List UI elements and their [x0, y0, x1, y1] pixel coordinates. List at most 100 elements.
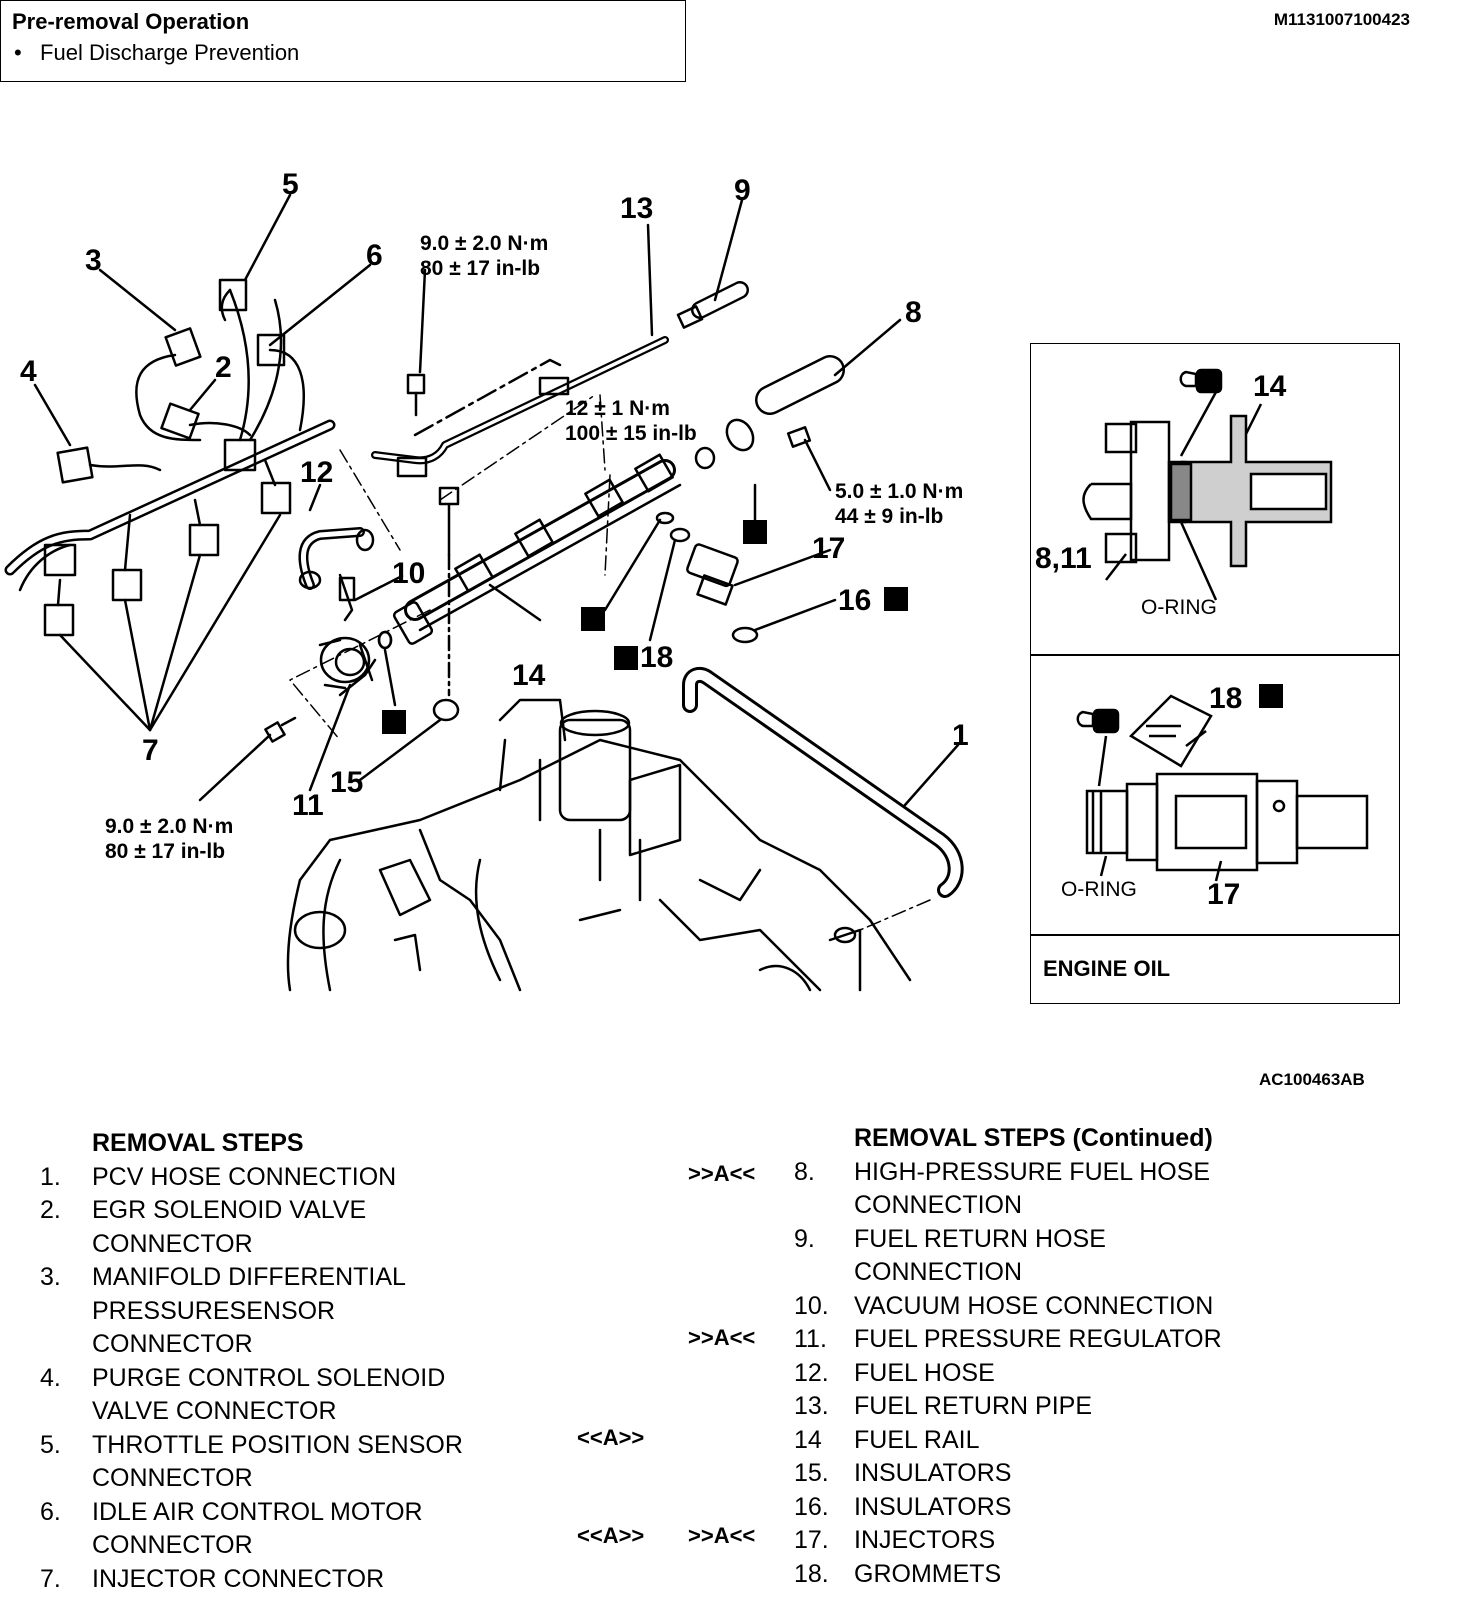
- pipe-bracket: [538, 376, 570, 396]
- removal-step-row: 15.INSULATORS: [794, 1457, 1434, 1491]
- torque-1-metric: 9.0 ± 2.0 N·m: [420, 232, 548, 255]
- connector-7a: [111, 568, 143, 602]
- step-number: 9.: [794, 1224, 815, 1253]
- removal-steps-heading: REMOVAL STEPS: [92, 1129, 304, 1157]
- removal-step-row: CONNECTION: [794, 1189, 1434, 1223]
- removal-step-row: 2.EGR SOLENOID VALVE: [40, 1194, 560, 1228]
- step-text: CONNECTION: [854, 1258, 1023, 1286]
- removal-step-row: 5. THROTTLE POSITION SENSOR: [40, 1429, 560, 1463]
- document-id: M1131007100423: [1273, 10, 1410, 29]
- step-text: VACUUM HOSE CONNECTION: [854, 1291, 1214, 1320]
- step-text: VALVE CONNECTOR: [92, 1397, 337, 1425]
- removal-step-row: 8.HIGH-PRESSURE FUEL HOSE: [794, 1156, 1434, 1190]
- connector-5: [218, 278, 248, 312]
- inset2-part-17: 17: [1207, 878, 1240, 911]
- step-text: PURGE CONTROL SOLENOID: [92, 1363, 446, 1392]
- torque-2-metric: 12 ± 1 N·m: [565, 397, 670, 420]
- step-number: 14: [794, 1425, 822, 1454]
- harness-clip: [223, 438, 257, 472]
- connector-7b: [188, 523, 220, 557]
- step-number: [40, 1395, 92, 1429]
- inset2-part-18: 18: [1209, 682, 1242, 715]
- pre-removal-item: • Fuel Discharge Prevention: [14, 40, 300, 65]
- removal-step-row: 13. FUEL RETURN PIPE: [794, 1390, 1434, 1424]
- connector-7d: [43, 603, 75, 637]
- removal-step-row: CONNECTOR: [40, 1462, 560, 1496]
- connector-6: [256, 333, 286, 367]
- legend-engine-oil: ENGINE OIL: [1030, 935, 1400, 1004]
- step-number: 12.: [794, 1358, 829, 1387]
- step-number: 10.: [794, 1291, 829, 1320]
- figure-code: AC100463AB: [1259, 1070, 1365, 1089]
- step-text: CONNECTOR: [92, 1531, 253, 1559]
- torque-1-imperial: 80 ± 17 in-lb: [420, 257, 540, 280]
- callout-8: 8: [905, 296, 922, 329]
- inset1-part-8-11: 8,11: [1035, 542, 1092, 575]
- removal-step-row: 7. INJECTOR CONNECTOR: [40, 1563, 560, 1597]
- step-text: GROMMETS: [854, 1559, 1002, 1588]
- callout-5: 5: [282, 168, 299, 201]
- callout-6: 6: [366, 239, 383, 272]
- torque-4-imperial: 80 ± 17 in-lb: [105, 840, 225, 863]
- step-text: INJECTOR CONNECTOR: [92, 1564, 385, 1593]
- callout-14: 14: [512, 659, 546, 692]
- removal-step-row: 14 FUEL RAIL: [794, 1424, 1434, 1458]
- step-number: 18.: [794, 1559, 829, 1588]
- step-number: 3.: [40, 1263, 61, 1291]
- step-number: [40, 1328, 92, 1362]
- removal-step-row: PRESSURESENSOR: [40, 1295, 560, 1329]
- step-text: FUEL RAIL: [854, 1425, 980, 1454]
- callout-1: 1: [952, 719, 969, 752]
- step-text: FUEL HOSE: [854, 1358, 995, 1387]
- callout-7: 7: [142, 734, 159, 767]
- step-number: 15.: [794, 1459, 829, 1487]
- step-text: THROTTLE POSITION SENSOR: [92, 1430, 463, 1459]
- pre-removal-title: Pre-removal Operation: [12, 9, 250, 34]
- removal-step-row: CONNECTOR: [40, 1328, 560, 1362]
- callout-4: 4: [20, 355, 37, 388]
- step-text: FUEL PRESSURE REGULATOR: [854, 1325, 1222, 1353]
- removal-step-row: 16. INSULATORS: [794, 1491, 1434, 1525]
- inset2-oring-label: O-RING: [1061, 878, 1137, 901]
- legend-engine-oil-label: ENGINE OIL: [1043, 956, 1171, 981]
- callout-12: 12: [300, 456, 333, 489]
- step-text: CONNECTOR: [92, 1330, 253, 1358]
- step-text: FUEL RETURN PIPE: [854, 1392, 1093, 1420]
- step-number: [40, 1295, 92, 1329]
- step-number: [40, 1529, 92, 1563]
- step-text: INSULATORS: [854, 1492, 1012, 1521]
- step-number: 11.: [794, 1325, 827, 1353]
- step-number: 17.: [794, 1526, 829, 1554]
- callout-10: 10: [392, 557, 425, 590]
- removal-step-row: CONNECTION: [794, 1256, 1434, 1290]
- step-number: 7.: [40, 1564, 61, 1593]
- torque-2-imperial: 100 ± 15 in-lb: [565, 422, 697, 445]
- step-text: PCV HOSE CONNECTION: [92, 1162, 397, 1191]
- svg-text:N: N: [748, 523, 762, 545]
- step-number: 5.: [40, 1430, 61, 1459]
- svg-text:N: N: [387, 713, 401, 735]
- connector-3: [164, 327, 202, 367]
- callout-2: 2: [215, 351, 232, 384]
- step-number: 13.: [794, 1392, 829, 1420]
- removal-step-row: CONNECTOR: [40, 1228, 560, 1262]
- torque-4-metric: 9.0 ± 2.0 N·m: [105, 815, 233, 838]
- callout-17: 17: [812, 532, 845, 565]
- step-text: HIGH-PRESSURE FUEL HOSE: [854, 1157, 1211, 1186]
- torque-3-metric: 5.0 ± 1.0 N·m: [835, 480, 963, 503]
- step-text: INJECTORS: [854, 1526, 996, 1554]
- step-number: 16.: [794, 1492, 829, 1521]
- connector-7c: [260, 481, 292, 515]
- removal-step-row: 9.FUEL RETURN HOSE: [794, 1223, 1434, 1257]
- step-text: CONNECTION: [854, 1191, 1023, 1219]
- step-number: [40, 1228, 92, 1262]
- removal-step-row: CONNECTOR: [40, 1529, 560, 1563]
- step-text: MANIFOLD DIFFERENTIAL: [92, 1263, 406, 1291]
- svg-text:N: N: [1264, 687, 1278, 709]
- removal-steps-column-2: REMOVAL STEPS (Continued) 8.HIGH-PRESSUR…: [794, 1122, 1434, 1591]
- callout-13: 13: [620, 192, 653, 225]
- harness-clip-2: [43, 543, 77, 577]
- step-number: [794, 1256, 854, 1290]
- mark-remove-14: <<A>>: [577, 1425, 645, 1450]
